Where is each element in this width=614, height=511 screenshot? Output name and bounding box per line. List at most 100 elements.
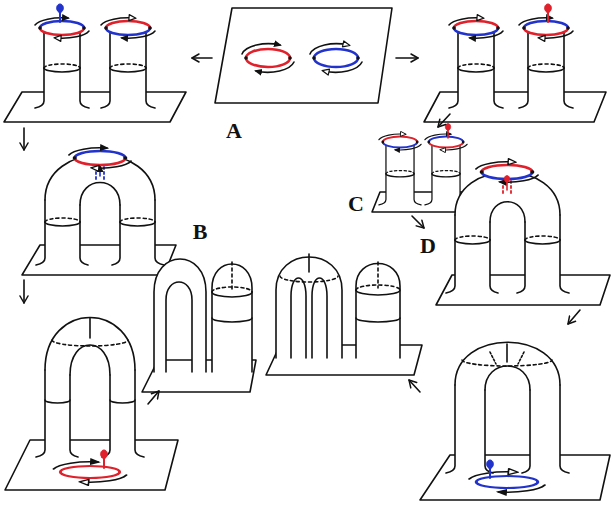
panel-fingers — [154, 259, 206, 372]
panel-bottom-left — [52, 340, 128, 346]
panel-top-left — [101, 18, 155, 38]
panel-bottom-left — [110, 400, 135, 403]
panel-fingers — [154, 259, 206, 372]
panel-bottom-right — [522, 385, 569, 473]
panel-a — [215, 8, 392, 103]
panel-d — [517, 215, 569, 293]
panel-top-left — [4, 92, 186, 122]
panel-top-left — [4, 4, 186, 122]
panel-arch-dome — [312, 278, 327, 358]
transition-arrows — [24, 58, 580, 404]
transition-arrows — [23, 280, 25, 303]
panel-arch-dome — [308, 254, 310, 272]
panel-bottom-left — [60, 466, 119, 478]
panel-bottom-left — [45, 318, 135, 371]
panel-bottom-left — [101, 450, 108, 468]
panel-bottom-right — [446, 385, 493, 473]
transition-arrows — [192, 57, 212, 59]
panel-a — [288, 56, 292, 60]
panel-bottom-right — [455, 342, 560, 385]
panel-fingers — [166, 282, 192, 372]
panel-d — [436, 162, 610, 305]
panel-c — [379, 144, 421, 205]
panel-a — [215, 8, 392, 103]
panel-c — [379, 134, 421, 150]
panel-b — [45, 218, 80, 222]
panel-bottom-right — [462, 360, 552, 366]
panel-d — [525, 236, 560, 240]
panel-c — [445, 124, 450, 138]
panel-bottom-left — [5, 318, 178, 491]
panel-arch-dome — [356, 290, 400, 295]
panel-top-left — [35, 30, 89, 108]
panel-a — [256, 62, 294, 72]
panel-b — [36, 200, 88, 265]
panel-bottom-left — [82, 475, 127, 482]
panel-fingers — [212, 292, 252, 297]
panel-b — [22, 148, 176, 275]
panel-top-right — [449, 18, 503, 38]
panel-d — [490, 202, 525, 222]
transition-arrows — [409, 380, 420, 392]
panel-c — [372, 124, 470, 212]
panel-bottom-left — [45, 318, 135, 456]
panel-top-right — [519, 30, 573, 108]
panel-fingers — [142, 259, 256, 392]
panel-bottom-left — [102, 370, 144, 457]
panel-d — [455, 172, 560, 215]
panel-arch-dome — [280, 276, 338, 282]
panel-a — [310, 44, 348, 54]
panel-a — [356, 56, 360, 60]
panel-label: A — [226, 120, 242, 142]
panel-a — [312, 56, 316, 60]
panel-bottom-right — [485, 366, 530, 390]
panel-bottom-left — [89, 318, 91, 338]
panel-bottom-right — [490, 352, 524, 364]
panel-b — [45, 155, 155, 262]
panel-bottom-right — [476, 476, 538, 488]
panel-bottom-right — [487, 460, 494, 478]
panel-c — [425, 134, 467, 150]
panel-label: C — [348, 193, 364, 215]
panel-fingers — [212, 318, 252, 322]
panel-b — [80, 183, 120, 206]
panel-bottom-left — [45, 400, 70, 403]
panel-b — [45, 222, 80, 226]
panel-a — [242, 44, 280, 54]
panel-d — [504, 176, 509, 190]
panel-label: B — [193, 221, 208, 243]
transition-arrows — [23, 128, 25, 150]
transition-arrows — [438, 114, 450, 127]
panel-a — [314, 49, 358, 67]
panel-top-left — [35, 18, 89, 38]
panel-label: D — [420, 235, 436, 257]
panel-d — [503, 176, 511, 194]
panel-top-right — [519, 18, 573, 38]
panel-bottom-left — [36, 370, 78, 457]
transition-arrows — [396, 57, 418, 59]
panel-bottom-right — [455, 342, 560, 470]
panel-top-right — [545, 4, 552, 22]
panel-d — [525, 240, 560, 244]
panel-arch-dome — [291, 278, 306, 358]
panel-bottom-right — [499, 485, 545, 492]
panel-arch-dome — [377, 262, 379, 288]
panel-d — [455, 240, 490, 244]
panel-bottom-left — [5, 440, 178, 490]
panel-bottom-right — [469, 472, 545, 492]
panel-a — [324, 62, 362, 72]
panel-top-right — [424, 4, 606, 122]
panel-bottom-right — [469, 472, 515, 479]
panel-fingers — [231, 262, 233, 290]
panel-top-left — [57, 4, 64, 22]
panel-bottom-left — [54, 462, 127, 482]
transition-arrows — [148, 391, 159, 404]
panel-b — [112, 200, 164, 265]
panel-bottom-left — [70, 345, 110, 375]
transition-arrows — [412, 216, 424, 228]
panel-bottom-left — [54, 462, 99, 469]
panel-arch-dome — [266, 254, 422, 375]
panel-a — [244, 56, 248, 60]
panel-b — [69, 148, 131, 168]
